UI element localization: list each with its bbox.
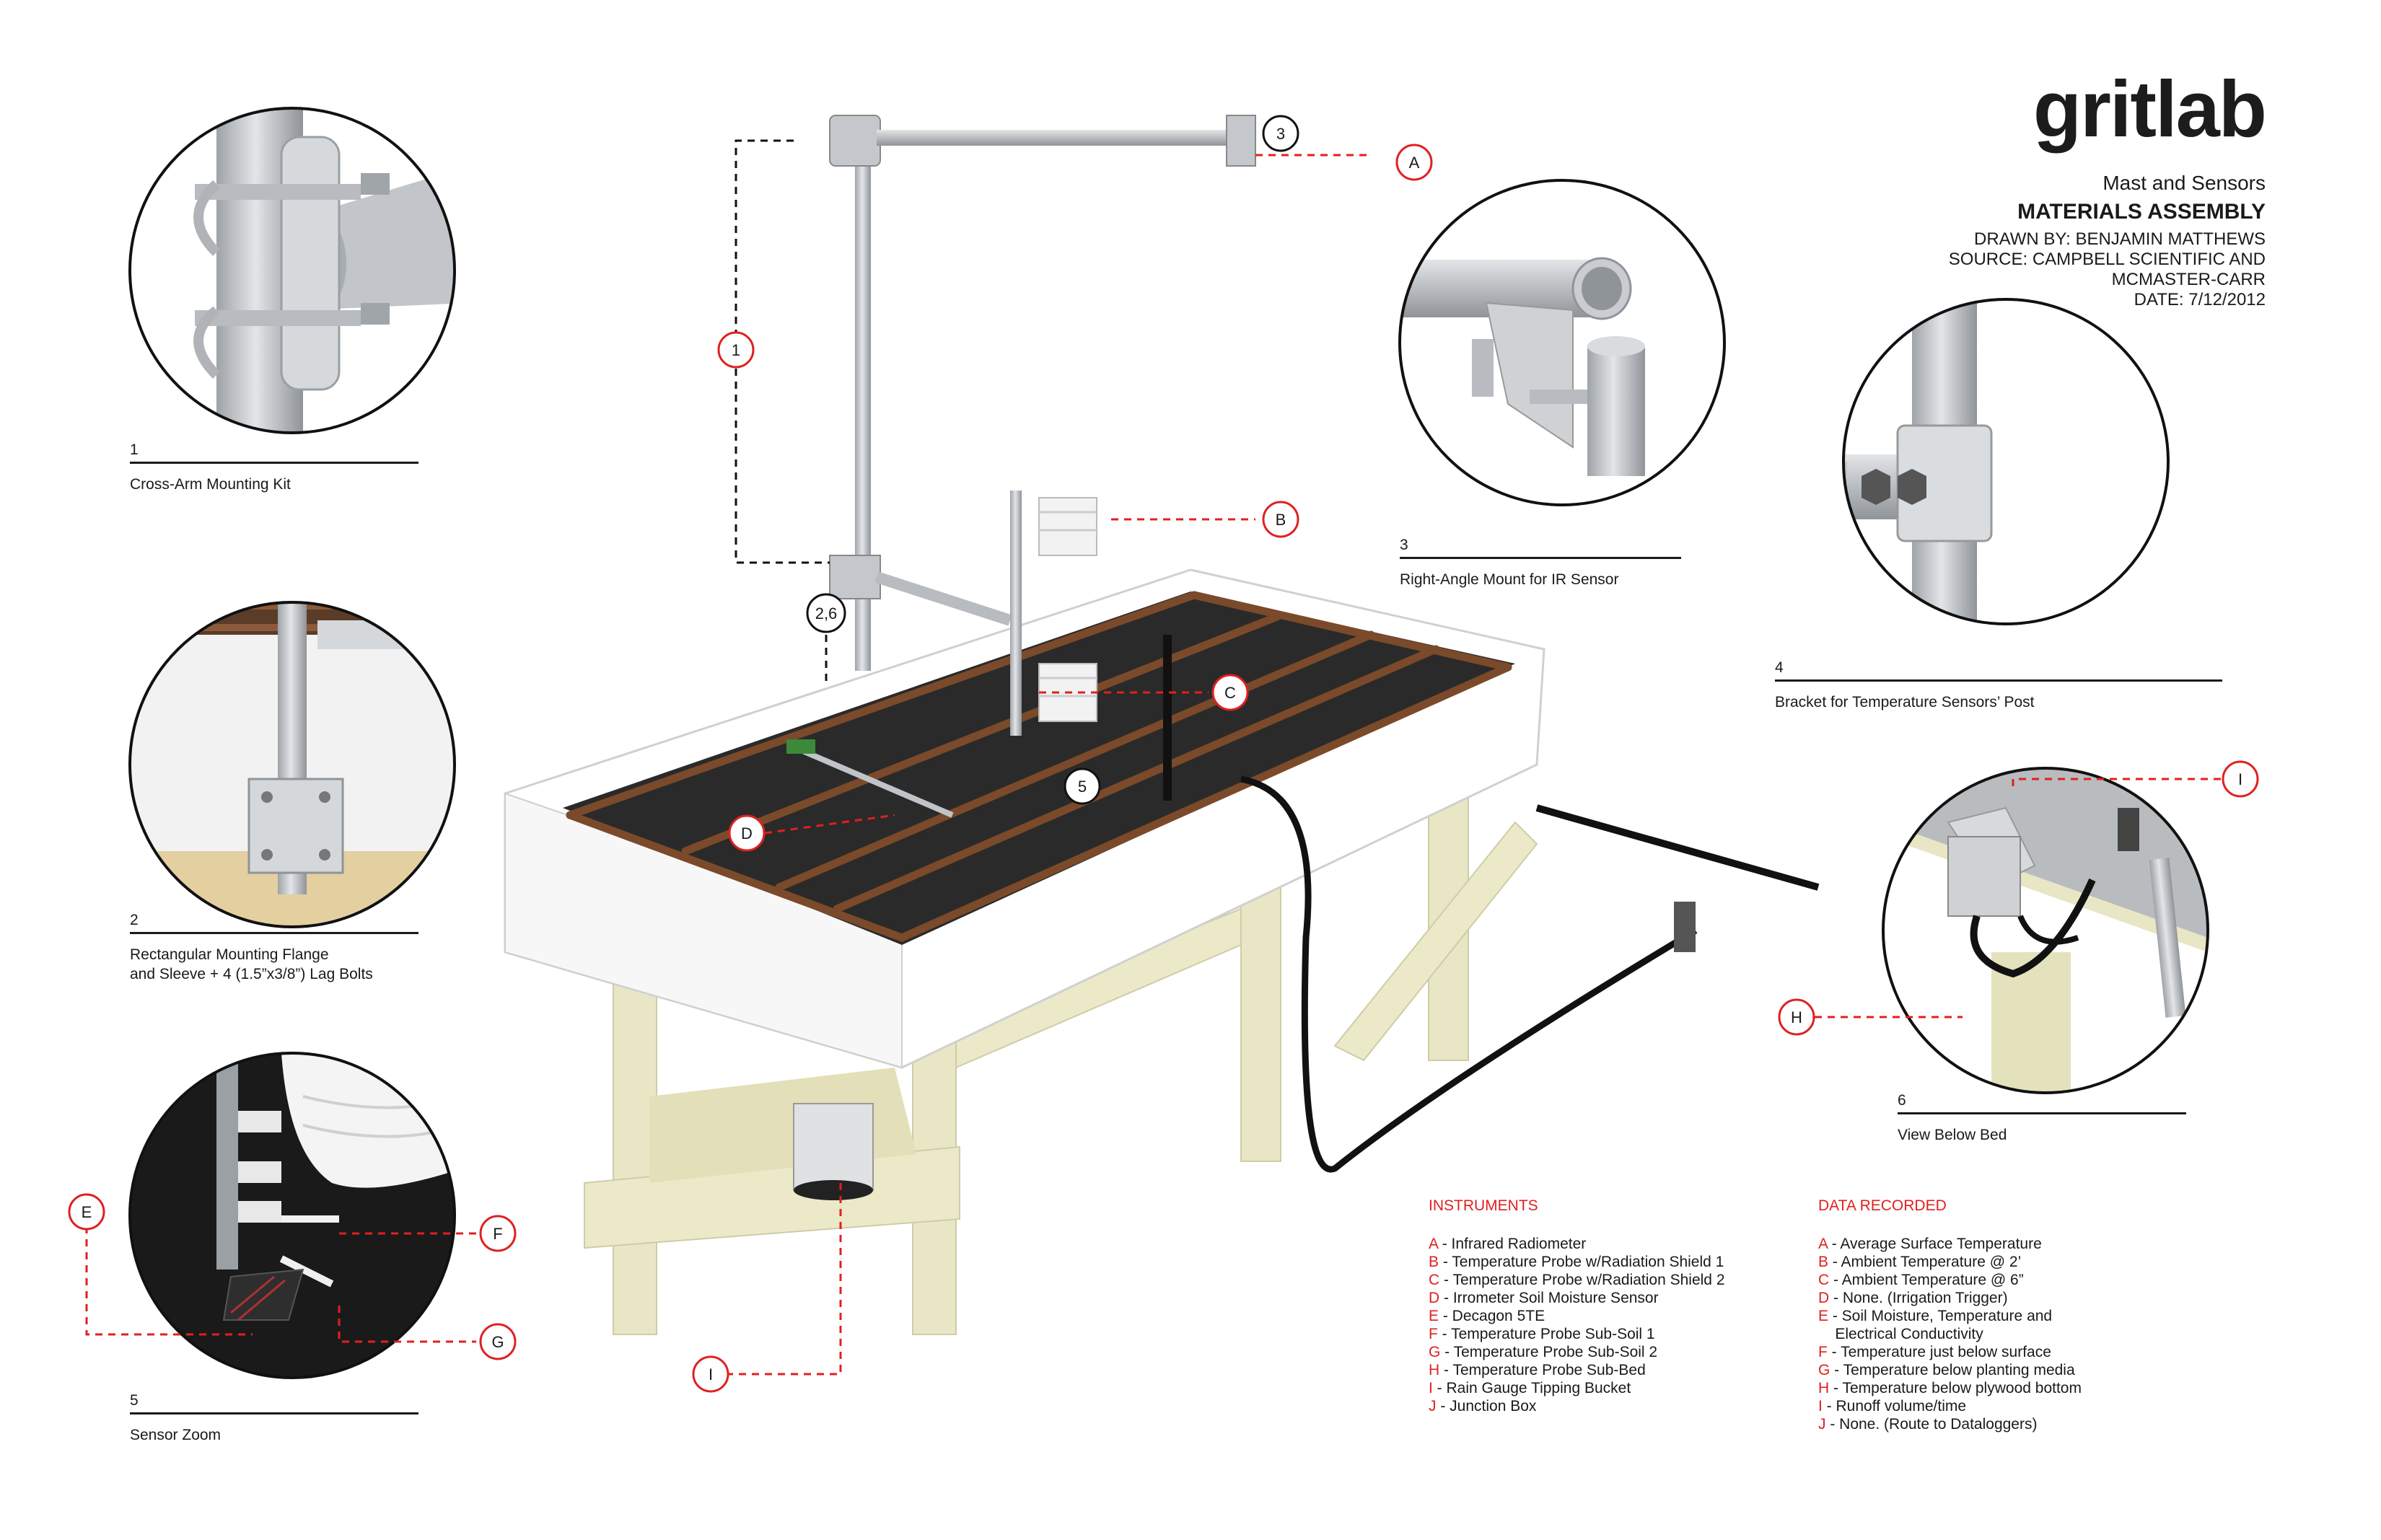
detail-2-mounting-flange xyxy=(128,601,456,928)
data-item: D - None. (Irrigation Trigger) xyxy=(1818,1290,2008,1306)
instruments-title: INSTRUMENTS xyxy=(1429,1197,1538,1214)
instrument-item: B - Temperature Probe w/Radiation Shield… xyxy=(1429,1254,1724,1270)
instrument-item: I - Rain Gauge Tipping Bucket xyxy=(1429,1380,1631,1396)
drawing-heading: MATERIALS ASSEMBLY xyxy=(2017,200,2266,224)
instrument-item: H - Temperature Probe Sub-Bed xyxy=(1429,1362,1646,1378)
callout-f: F xyxy=(479,1215,517,1252)
detail-2-caption: Rectangular Mounting Flange and Sleeve +… xyxy=(130,946,373,982)
detail-1-caption: Cross-Arm Mounting Kit xyxy=(130,476,291,493)
data-item: G - Temperature below planting media xyxy=(1818,1362,2075,1378)
svg-text:E: E xyxy=(82,1203,92,1221)
detail-1-cross-arm-kit xyxy=(128,107,456,434)
instrument-item: C - Temperature Probe w/Radiation Shield… xyxy=(1429,1272,1725,1288)
data-item: J - None. (Route to Dataloggers) xyxy=(1818,1416,2038,1433)
data-item: I - Runoff volume/time xyxy=(1818,1398,1967,1414)
detail-4-caption: Bracket for Temperature Sensors’ Post xyxy=(1775,694,2035,710)
svg-text:5: 5 xyxy=(1078,778,1087,796)
detail-1-number: 1 xyxy=(130,441,139,458)
instrument-item: A - Infrared Radiometer xyxy=(1429,1236,1587,1252)
callout-c: C xyxy=(1211,674,1249,711)
callout-b: B xyxy=(1262,501,1299,538)
svg-text:3: 3 xyxy=(1276,125,1285,143)
data-recorded-title: DATA RECORDED xyxy=(1818,1197,1947,1214)
detail-5-number: 5 xyxy=(130,1392,139,1409)
detail-1-rule xyxy=(130,462,418,464)
detail-6-caption: View Below Bed xyxy=(1898,1127,2007,1143)
svg-text:F: F xyxy=(493,1225,502,1243)
svg-text:C: C xyxy=(1224,684,1236,702)
detail-5-rule xyxy=(130,1412,418,1414)
data-item: A - Average Surface Temperature xyxy=(1818,1236,2042,1252)
callout-e: E xyxy=(68,1193,105,1231)
detail-3-number: 3 xyxy=(1400,537,1408,553)
callout-a: A xyxy=(1395,144,1433,181)
detail-6-number: 6 xyxy=(1898,1092,1906,1109)
instrument-item: F - Temperature Probe Sub-Soil 1 xyxy=(1429,1326,1655,1342)
detail-4-rule xyxy=(1775,679,2222,682)
instruments-list: A - Infrared Radiometer B - Temperature … xyxy=(1429,1235,1725,1415)
detail-2-number: 2 xyxy=(130,912,139,928)
drawing-date: DATE: 7/12/2012 xyxy=(2134,290,2266,309)
source-line-1: SOURCE: CAMPBELL SCIENTIFIC AND xyxy=(1948,250,2266,269)
svg-text:D: D xyxy=(741,824,753,842)
instrument-item: G - Temperature Probe Sub-Soil 2 xyxy=(1429,1344,1658,1360)
detail-3-rule xyxy=(1400,557,1681,559)
callout-leaders xyxy=(85,139,2222,1376)
planter-assembly xyxy=(504,115,1820,1335)
svg-text:I: I xyxy=(709,1365,713,1383)
data-item: B - Ambient Temperature @ 2’ xyxy=(1818,1254,2022,1270)
svg-text:B: B xyxy=(1276,511,1286,529)
detail-3-caption: Right-Angle Mount for IR Sensor xyxy=(1400,571,1619,588)
svg-text:H: H xyxy=(1791,1008,1802,1026)
drawing-subtitle: Mast and Sensors xyxy=(2102,172,2266,194)
data-item: H - Temperature below plywood bottom xyxy=(1818,1380,2082,1396)
callout-2-6: 2,6 xyxy=(806,593,846,633)
callout-i-rain-gauge: I xyxy=(692,1355,729,1393)
svg-text:I: I xyxy=(2238,770,2242,788)
callout-g: G xyxy=(479,1323,517,1360)
detail-6-rule xyxy=(1898,1112,2186,1114)
detail-6-view-below-bed xyxy=(1882,767,2209,1094)
drawn-by: DRAWN BY: BENJAMIN MATTHEWS xyxy=(1973,229,2266,249)
source-line-2: MCMASTER-CARR xyxy=(2111,270,2266,289)
gritlab-logo: gritlab xyxy=(2033,65,2267,154)
instrument-item: J - Junction Box xyxy=(1429,1398,1537,1414)
data-item: C - Ambient Temperature @ 6” xyxy=(1818,1272,2024,1288)
detail-3-right-angle-mount xyxy=(1398,179,1726,506)
callout-i-junction-box: I xyxy=(2222,760,2259,798)
detail-4-number: 4 xyxy=(1775,659,1784,676)
callout-h: H xyxy=(1778,998,1815,1036)
detail-4-temperature-bracket xyxy=(1842,298,2170,625)
detail-5-sensor-zoom xyxy=(128,1052,456,1379)
instrument-item: D - Irrometer Soil Moisture Sensor xyxy=(1429,1290,1659,1306)
data-recorded-list: A - Average Surface Temperature B - Ambi… xyxy=(1818,1235,2082,1433)
data-item: F - Temperature just below surface xyxy=(1818,1344,2051,1360)
callout-d: D xyxy=(728,814,766,852)
data-item: E - Soil Moisture, Temperature and Elect… xyxy=(1818,1308,2053,1342)
detail-5-caption: Sensor Zoom xyxy=(130,1427,222,1443)
svg-text:A: A xyxy=(1409,154,1420,172)
svg-text:1: 1 xyxy=(732,341,740,359)
instrument-item: E - Decagon 5TE xyxy=(1429,1308,1545,1324)
callout-1: 1 xyxy=(717,331,755,369)
svg-text:2,6: 2,6 xyxy=(815,604,838,622)
detail-2-rule xyxy=(130,932,418,934)
svg-text:G: G xyxy=(491,1333,504,1351)
callout-3: 3 xyxy=(1262,115,1299,152)
callout-5: 5 xyxy=(1064,767,1101,805)
